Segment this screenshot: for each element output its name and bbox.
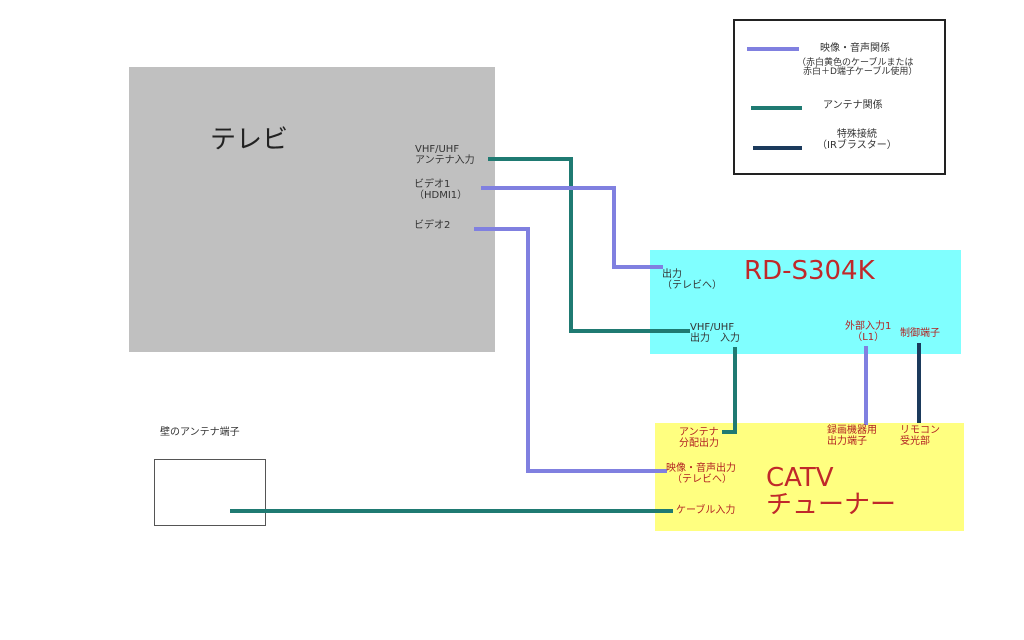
catv-title-line2: チューナー	[766, 490, 897, 521]
catv-port-antenna-line1: アンテナ	[679, 427, 719, 438]
legend-box	[733, 19, 946, 175]
catv-port-rec-line1: 録画機器用	[827, 425, 877, 436]
catv-port-av-label: 映像・音声出力 （テレビへ）	[666, 463, 736, 485]
catv-port-remote-line1: リモコン	[900, 425, 940, 436]
legend-special-line2: （IRブラスター）	[817, 139, 897, 151]
recorder-port-vhf-label: VHF/UHF 出力 入力	[690, 322, 740, 344]
wire-recorder-vhfin-to-catv-antenna	[722, 347, 737, 434]
legend-antenna-label: アンテナ関係	[823, 100, 883, 111]
tv-port-video1-label: ビデオ1 （HDMI1）	[414, 179, 468, 201]
tv-port-video1-line1: ビデオ1	[414, 179, 451, 190]
recorder-port-ext-line1: 外部入力1	[845, 321, 892, 332]
legend-special-line1: 特殊接続	[836, 129, 877, 140]
tv-port-video2-label: ビデオ2	[414, 220, 451, 231]
legend-av-note: （赤白黄色のケーブルまたは 赤白＋D端子ケーブル使用）	[797, 58, 918, 78]
catv-port-remote-label: リモコン 受光部	[900, 425, 940, 447]
wall-antenna-outlet-box	[154, 459, 266, 526]
tv-device-box	[129, 67, 495, 352]
recorder-port-ext-line2: （L1）	[852, 331, 885, 343]
tv-port-antenna-line2: アンテナ入力	[415, 154, 475, 166]
recorder-title: RD-S304K	[744, 256, 875, 286]
catv-port-antenna-label: アンテナ 分配出力	[679, 427, 719, 449]
recorder-port-control-label: 制御端子	[900, 328, 940, 339]
catv-port-antenna-line2: 分配出力	[679, 437, 719, 449]
recorder-port-output-line2: （テレビへ）	[662, 279, 722, 291]
recorder-port-output-label: 出力 （テレビへ）	[662, 269, 722, 291]
recorder-port-vhf-line2: 出力 入力	[690, 332, 740, 344]
legend-av-label: 映像・音声関係	[820, 43, 890, 54]
tv-title: テレビ	[210, 125, 289, 155]
wire-tv-video2-to-catv	[474, 227, 667, 473]
tv-port-antenna-line1: VHF/UHF	[415, 144, 460, 155]
recorder-port-ext-label: 外部入力1 （L1）	[845, 321, 892, 343]
recorder-port-vhf-line1: VHF/UHF	[690, 322, 735, 333]
catv-port-rec-label: 録画機器用 出力端子	[827, 425, 877, 447]
catv-tuner-box	[655, 423, 964, 531]
catv-port-remote-line2: 受光部	[900, 435, 930, 447]
catv-title-line1: CATV	[766, 463, 834, 493]
recorder-device-box	[650, 250, 961, 354]
catv-port-cable-label: ケーブル入力	[676, 505, 736, 516]
catv-title: CATV チューナー	[766, 463, 897, 521]
wire-tv-video1-to-recorder	[481, 186, 663, 269]
wire-tv-antenna-to-recorder	[488, 157, 690, 333]
tv-port-antenna-label: VHF/UHF アンテナ入力	[415, 144, 475, 166]
legend-av-note-line1: （赤白黄色のケーブルまたは	[797, 58, 914, 68]
recorder-port-output-line1: 出力	[662, 269, 682, 280]
legend-av-note-line2: 赤白＋D端子ケーブル使用）	[803, 67, 918, 78]
catv-port-av-line2: （テレビへ）	[672, 473, 732, 485]
catv-port-rec-line2: 出力端子	[827, 435, 867, 447]
wall-antenna-label: 壁のアンテナ端子	[160, 427, 240, 438]
legend-special-label: 特殊接続 （IRブラスター）	[817, 129, 897, 151]
catv-port-av-line1: 映像・音声出力	[666, 463, 736, 474]
tv-port-video1-line2: （HDMI1）	[414, 189, 468, 201]
